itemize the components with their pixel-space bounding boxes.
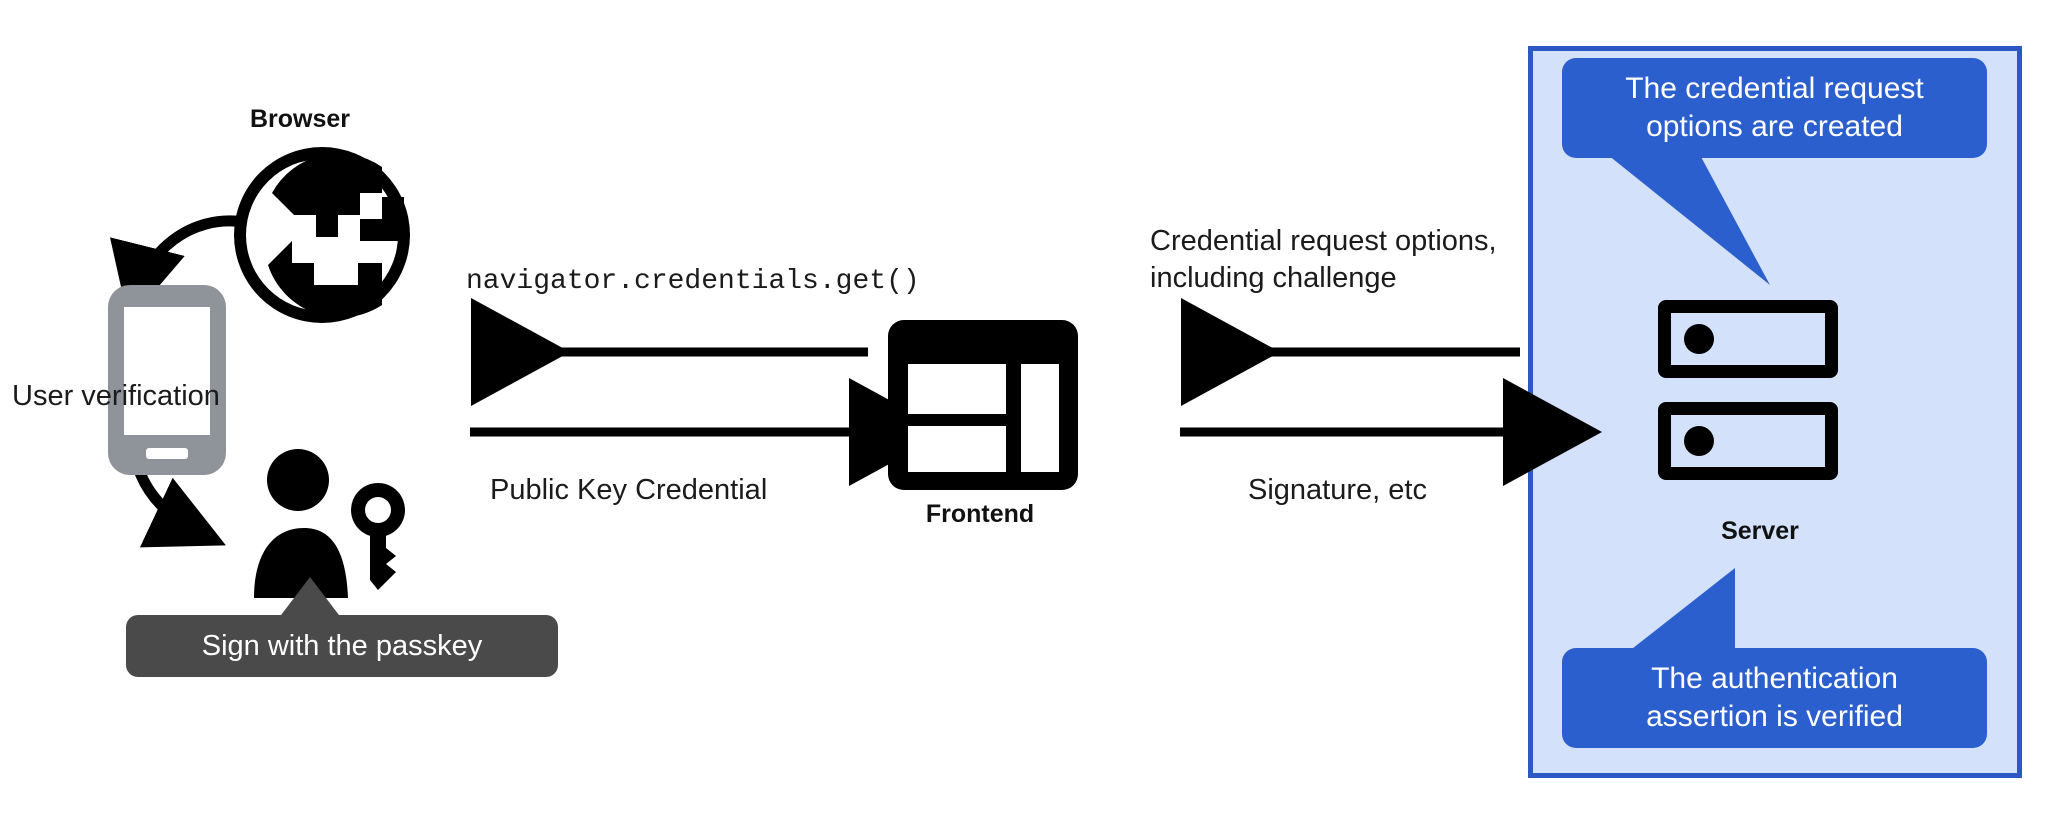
- arrow-browser-to-phone: [110, 215, 245, 322]
- arrow-phone-to-user: [127, 439, 226, 548]
- passkey-tooltip-text: Sign with the passkey: [201, 629, 483, 662]
- credential-request-options-label: Credential request options, including ch…: [1150, 225, 1497, 295]
- passkey-tooltip-tail: [278, 577, 342, 619]
- frontend-label: Frontend: [925, 500, 1035, 528]
- server-label: Server: [1721, 517, 1799, 545]
- signature-etc-label: Signature, etc: [1248, 474, 1427, 506]
- globe-icon: [234, 147, 410, 323]
- window-layout-icon: [888, 320, 1078, 490]
- passkey-tooltip: Sign with the passkey: [126, 615, 558, 677]
- server-bottom-callout-text: The authentication assertion is verified: [1646, 661, 1903, 733]
- person-with-key-icon: [254, 449, 405, 598]
- server-bottom-callout: The authentication assertion is verified: [1562, 648, 1987, 748]
- server-top-callout: The credential request options are creat…: [1562, 58, 1987, 158]
- user-verification-label: User verification: [12, 380, 220, 412]
- browser-label: Browser: [249, 105, 351, 133]
- public-key-credential-label: Public Key Credential: [490, 474, 768, 506]
- navigator-credentials-get-label: navigator.credentials.get(): [466, 266, 920, 297]
- server-top-callout-text: The credential request options are creat…: [1625, 71, 1924, 143]
